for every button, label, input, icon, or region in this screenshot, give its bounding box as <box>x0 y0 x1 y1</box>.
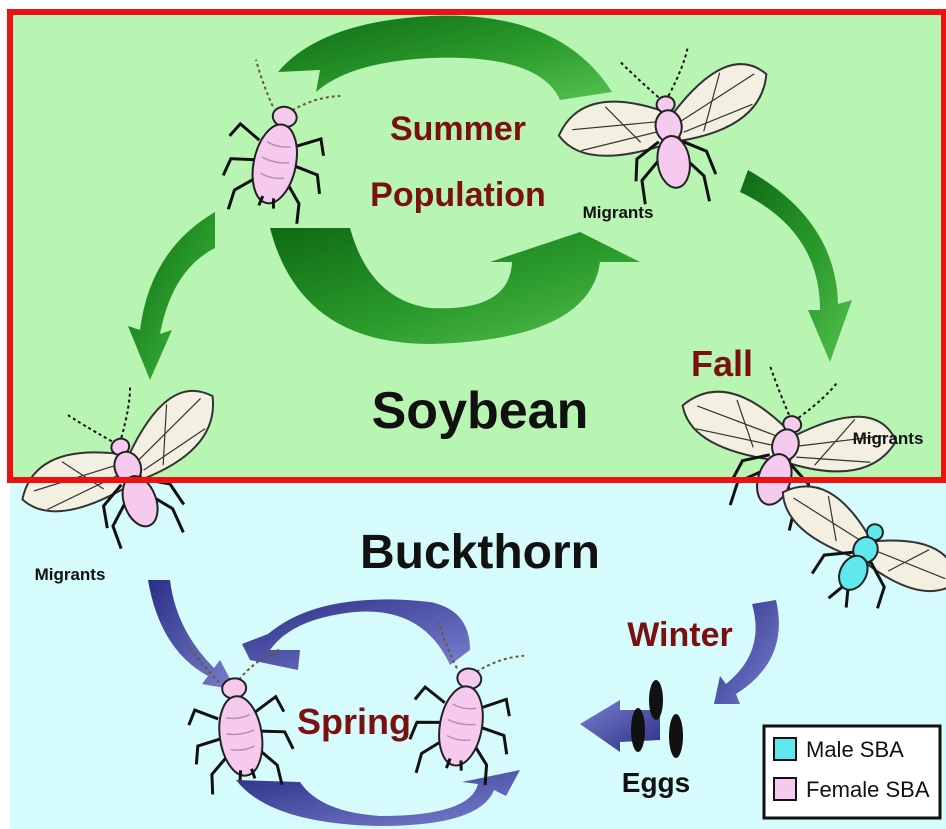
migrants-label-spring: Migrants <box>35 565 106 584</box>
summer-label-line2: Population <box>370 176 546 214</box>
summer-label-line1: Summer <box>390 110 526 148</box>
female-swatch <box>774 778 796 800</box>
legend-female-label: Female SBA <box>806 777 930 802</box>
male-swatch <box>774 738 796 760</box>
egg-icon <box>649 680 663 720</box>
egg-icon <box>631 708 645 752</box>
legend: Male SBA Female SBA <box>764 726 940 818</box>
legend-male-label: Male SBA <box>806 737 904 762</box>
migrants-label-summer: Migrants <box>583 203 654 222</box>
fall-label: Fall <box>691 343 753 384</box>
eggs-label: Eggs <box>622 767 690 798</box>
soybean-label: Soybean <box>372 382 589 440</box>
migrants-label-fall: Migrants <box>853 429 924 448</box>
winter-label: Winter <box>627 616 732 654</box>
egg-icon <box>669 714 683 758</box>
spring-label: Spring <box>297 701 411 742</box>
buckthorn-label: Buckthorn <box>360 526 600 579</box>
